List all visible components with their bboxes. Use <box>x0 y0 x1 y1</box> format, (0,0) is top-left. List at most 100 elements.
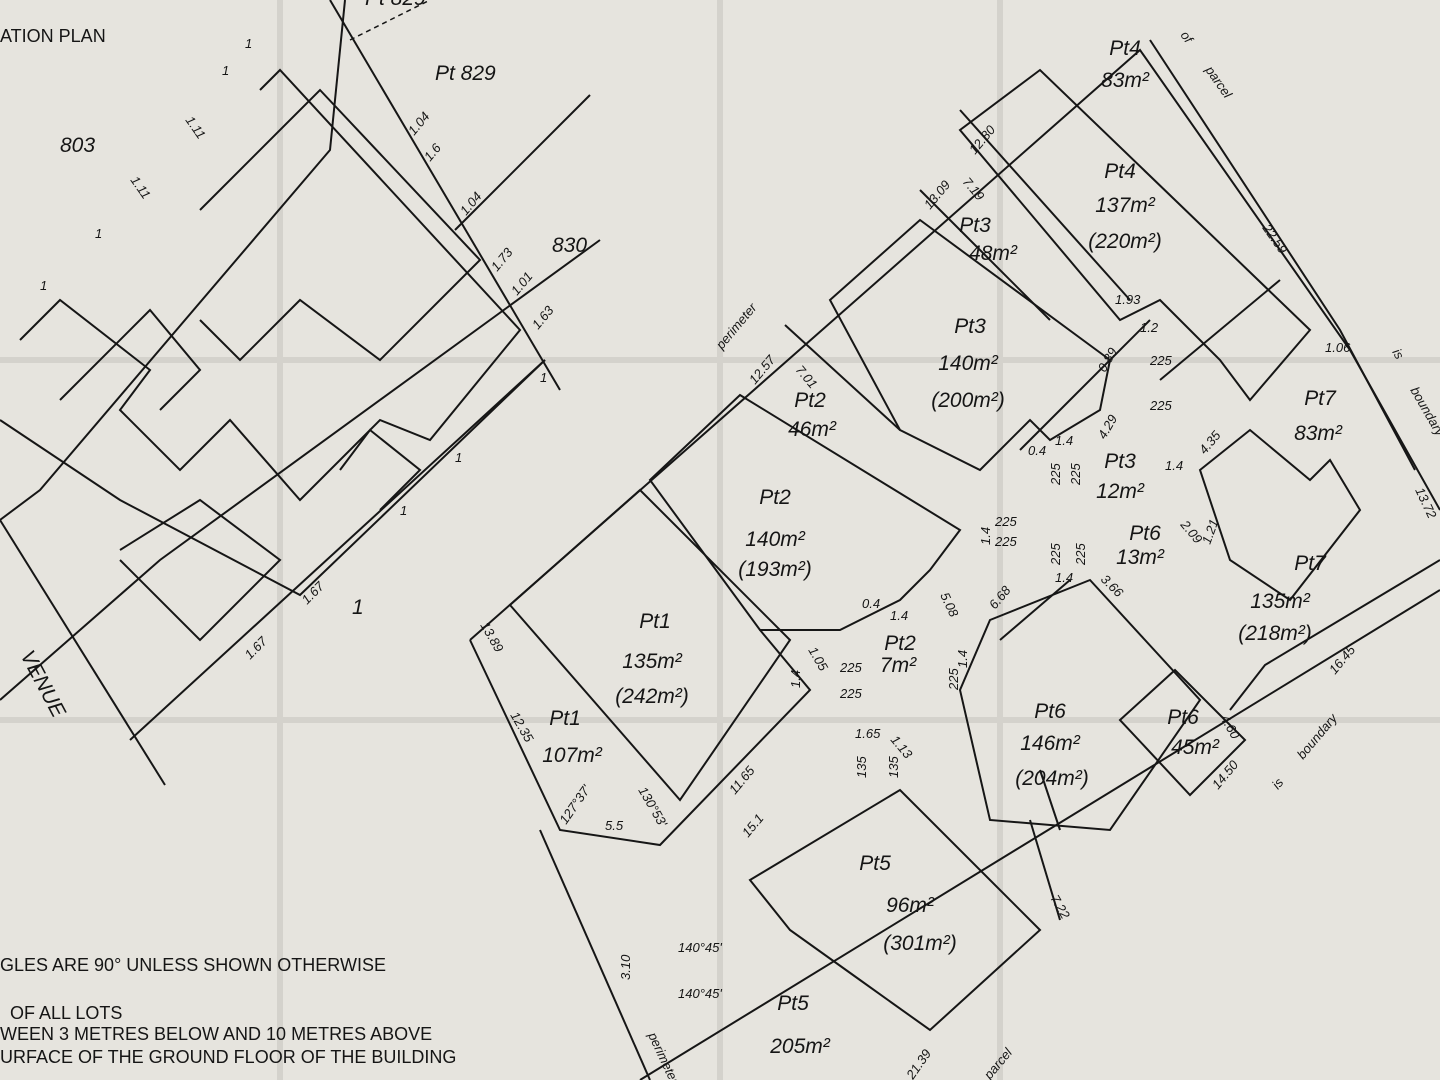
svg-text:45m²: 45m² <box>1171 736 1220 759</box>
parcel-pt4-83: Pt4 83m² <box>1101 37 1150 92</box>
svg-text:48m²: 48m² <box>969 242 1018 265</box>
neighbour-label: Pt 829 <box>365 0 426 10</box>
svg-text:96m²: 96m² <box>886 894 935 917</box>
svg-text:(301m²): (301m²) <box>883 932 957 955</box>
dimension: 1.4 <box>955 650 970 668</box>
plan-title: ATION PLAN <box>0 26 106 46</box>
dimension: 1 <box>95 226 102 241</box>
svg-text:Pt3: Pt3 <box>954 315 986 338</box>
svg-text:boundary: boundary <box>1407 384 1440 440</box>
note-surface: URFACE OF THE GROUND FLOOR OF THE BUILDI… <box>0 1047 456 1067</box>
svg-text:140m²: 140m² <box>745 528 806 551</box>
dimension: 1 <box>222 63 229 78</box>
dimension: 1.4 <box>1055 433 1073 448</box>
dimension: 4.35 <box>1196 427 1224 457</box>
dimension: 7.01 <box>793 362 821 391</box>
dimension: 225 <box>1048 463 1063 486</box>
svg-text:Pt1: Pt1 <box>639 610 671 633</box>
svg-text:Pt1: Pt1 <box>549 707 581 730</box>
note-heights: WEEN 3 METRES BELOW AND 10 METRES ABOVE <box>0 1024 432 1044</box>
parcel-pt7-135: Pt7 135m² (218m²) <box>1238 552 1327 645</box>
dimension: 1.4 <box>788 670 803 688</box>
dimension: 21.39 <box>903 1046 935 1080</box>
dimension: 22.59 <box>1259 220 1291 256</box>
dimension: 1 <box>245 36 252 51</box>
dimension: 225 <box>1149 353 1172 368</box>
parcel-pt5-205: Pt5 205m² <box>769 992 831 1058</box>
dimension: 225 <box>1149 398 1172 413</box>
dimension: 1.04 <box>457 189 485 218</box>
svg-text:(218m²): (218m²) <box>1238 622 1312 645</box>
dimension: 1.01 <box>508 269 536 298</box>
dimension: 1.4 <box>1055 570 1073 585</box>
svg-text:of: of <box>1178 28 1197 47</box>
parcel-pt6-45: Pt6 45m² <box>1167 706 1220 759</box>
svg-text:Pt6: Pt6 <box>1129 522 1161 545</box>
dimension: 1.2 <box>1140 320 1159 335</box>
dimension: 11.65 <box>726 763 758 797</box>
svg-text:(220m²): (220m²) <box>1088 230 1162 253</box>
note-angles: GLES ARE 90° UNLESS SHOWN OTHERWISE <box>0 955 386 975</box>
dimension: 1.4 <box>978 527 993 545</box>
svg-text:13m²: 13m² <box>1116 546 1165 569</box>
svg-text:(200m²): (200m²) <box>931 389 1005 412</box>
svg-text:Pt7: Pt7 <box>1294 552 1327 575</box>
dimension: 7.19 <box>960 174 988 203</box>
dimension: 225 <box>839 660 862 675</box>
dimension: 13.89 <box>477 619 506 655</box>
svg-text:perimeter: perimeter <box>645 1029 683 1080</box>
svg-text:Pt5: Pt5 <box>859 852 891 875</box>
dimension: 1.63 <box>529 302 557 332</box>
dimension: 1.73 <box>488 244 516 274</box>
dimension: 225 <box>946 668 961 691</box>
perimeter-boundary <box>469 48 1440 641</box>
svg-text:83m²: 83m² <box>1101 69 1150 92</box>
dimension: 225 <box>994 534 1017 549</box>
svg-text:Pt5: Pt5 <box>777 992 809 1015</box>
svg-text:is: is <box>1269 775 1287 792</box>
svg-text:Pt6: Pt6 <box>1167 706 1199 729</box>
parcel-pt2-46: Pt2 46m² <box>788 389 837 441</box>
svg-text:46m²: 46m² <box>788 418 837 441</box>
dimension: 140°45' <box>678 986 722 1001</box>
dimension: 225 <box>839 686 862 701</box>
svg-text:83m²: 83m² <box>1294 422 1343 445</box>
dimension: 5.5 <box>605 818 624 833</box>
dimension: 130°53' <box>635 784 670 830</box>
svg-text:(242m²): (242m²) <box>615 685 689 708</box>
svg-text:Pt4: Pt4 <box>1104 160 1136 183</box>
dimension: 1.4 <box>1165 458 1183 473</box>
dimension: 3.66 <box>1098 572 1127 601</box>
street-label: VENUE <box>16 647 71 723</box>
dimension: 1.4 <box>890 608 908 623</box>
svg-text:135m²: 135m² <box>1250 590 1311 613</box>
dimension: 16.45 <box>1326 642 1359 677</box>
parcel-pt4-137: Pt4 137m² (220m²) <box>1088 160 1162 253</box>
dimension: 7.22 <box>1047 892 1073 922</box>
dimension: 135 <box>854 756 869 778</box>
dimension: 1 <box>40 278 47 293</box>
dimension: 1.05 <box>805 644 831 674</box>
dimension: 1.93 <box>1115 292 1141 307</box>
dimension: 4.29 <box>1095 412 1121 441</box>
dimension: 135 <box>886 756 901 778</box>
svg-text:Pt4: Pt4 <box>1109 37 1141 60</box>
dimension: 1.67 <box>242 633 271 662</box>
dimension: 15.1 <box>739 811 767 840</box>
svg-text:137m²: 137m² <box>1095 194 1156 217</box>
svg-text:Pt7: Pt7 <box>1304 387 1337 410</box>
svg-text:Pt2: Pt2 <box>794 389 826 412</box>
dimension: 225 <box>994 514 1017 529</box>
svg-text:205m²: 205m² <box>769 1035 831 1058</box>
parcel-pt7-83: Pt7 83m² <box>1294 387 1343 445</box>
svg-text:parcel: parcel <box>1202 62 1236 101</box>
dimension: 1.06 <box>1325 340 1351 355</box>
